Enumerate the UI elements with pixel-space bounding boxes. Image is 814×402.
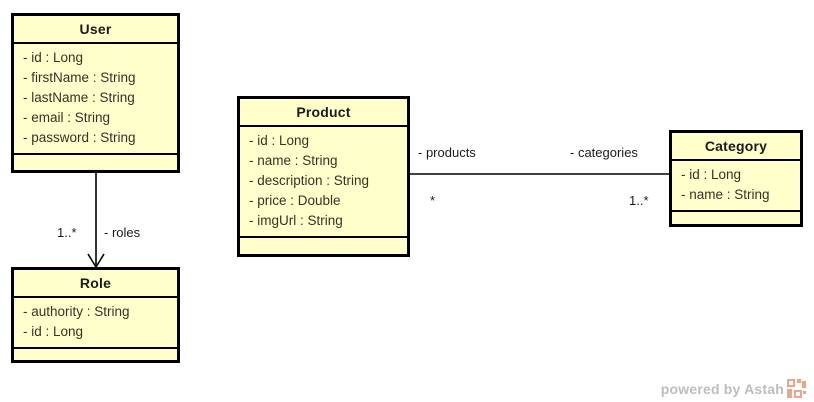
multiplicity-user-role-target: 1..* xyxy=(57,225,77,240)
class-title-role: Role xyxy=(14,270,177,298)
uml-class-role[interactable]: Role - authority : String - id : Long xyxy=(11,267,180,363)
uml-class-category[interactable]: Category - id : Long - name : String xyxy=(669,130,803,227)
astah-logo-icon xyxy=(787,379,806,398)
attribute-row: - id : Long xyxy=(23,50,84,65)
uml-class-product[interactable]: Product - id : Long - name : String - de… xyxy=(237,96,410,257)
multiplicity-product-category-source: * xyxy=(430,193,436,208)
attribute-row: - password : String xyxy=(23,130,136,145)
attribute-row: - lastName : String xyxy=(23,90,135,105)
class-operations-category xyxy=(672,212,800,228)
attribute-row: - imgUrl : String xyxy=(249,213,343,228)
class-title-category: Category xyxy=(672,133,800,161)
class-operations-product xyxy=(240,238,407,254)
uml-class-user[interactable]: User - id : Long - firstName : String - … xyxy=(11,13,180,173)
class-attributes-product: - id : Long - name : String - descriptio… xyxy=(240,127,407,238)
class-attributes-role: - authority : String - id : Long xyxy=(14,298,177,349)
attribute-row: - id : Long xyxy=(681,167,742,182)
attribute-row: - firstName : String xyxy=(23,70,136,85)
attribute-row: - description : String xyxy=(249,173,370,188)
attribute-row: - name : String xyxy=(681,187,770,202)
class-attributes-category: - id : Long - name : String xyxy=(672,161,800,212)
class-title-product: Product xyxy=(240,99,407,127)
attribute-row: - email : String xyxy=(23,110,111,125)
class-attributes-user: - id : Long - firstName : String - lastN… xyxy=(14,44,177,155)
attribute-row: - id : Long xyxy=(249,133,310,148)
role-label-product-category-target: - categories xyxy=(570,145,638,160)
role-label-user-role-target: - roles xyxy=(104,225,141,240)
role-label-product-category-source: - products xyxy=(418,145,476,160)
attribute-row: - price : Double xyxy=(249,193,341,208)
watermark-text: powered by Astah xyxy=(660,380,784,397)
class-title-user: User xyxy=(14,16,177,44)
attribute-row: - authority : String xyxy=(23,304,130,319)
attribute-row: - name : String xyxy=(249,153,338,168)
watermark: powered by Astah xyxy=(661,379,806,398)
class-operations-user xyxy=(14,155,177,171)
class-operations-role xyxy=(14,349,177,365)
attribute-row: - id : Long xyxy=(23,324,84,339)
multiplicity-product-category-target: 1..* xyxy=(629,193,649,208)
